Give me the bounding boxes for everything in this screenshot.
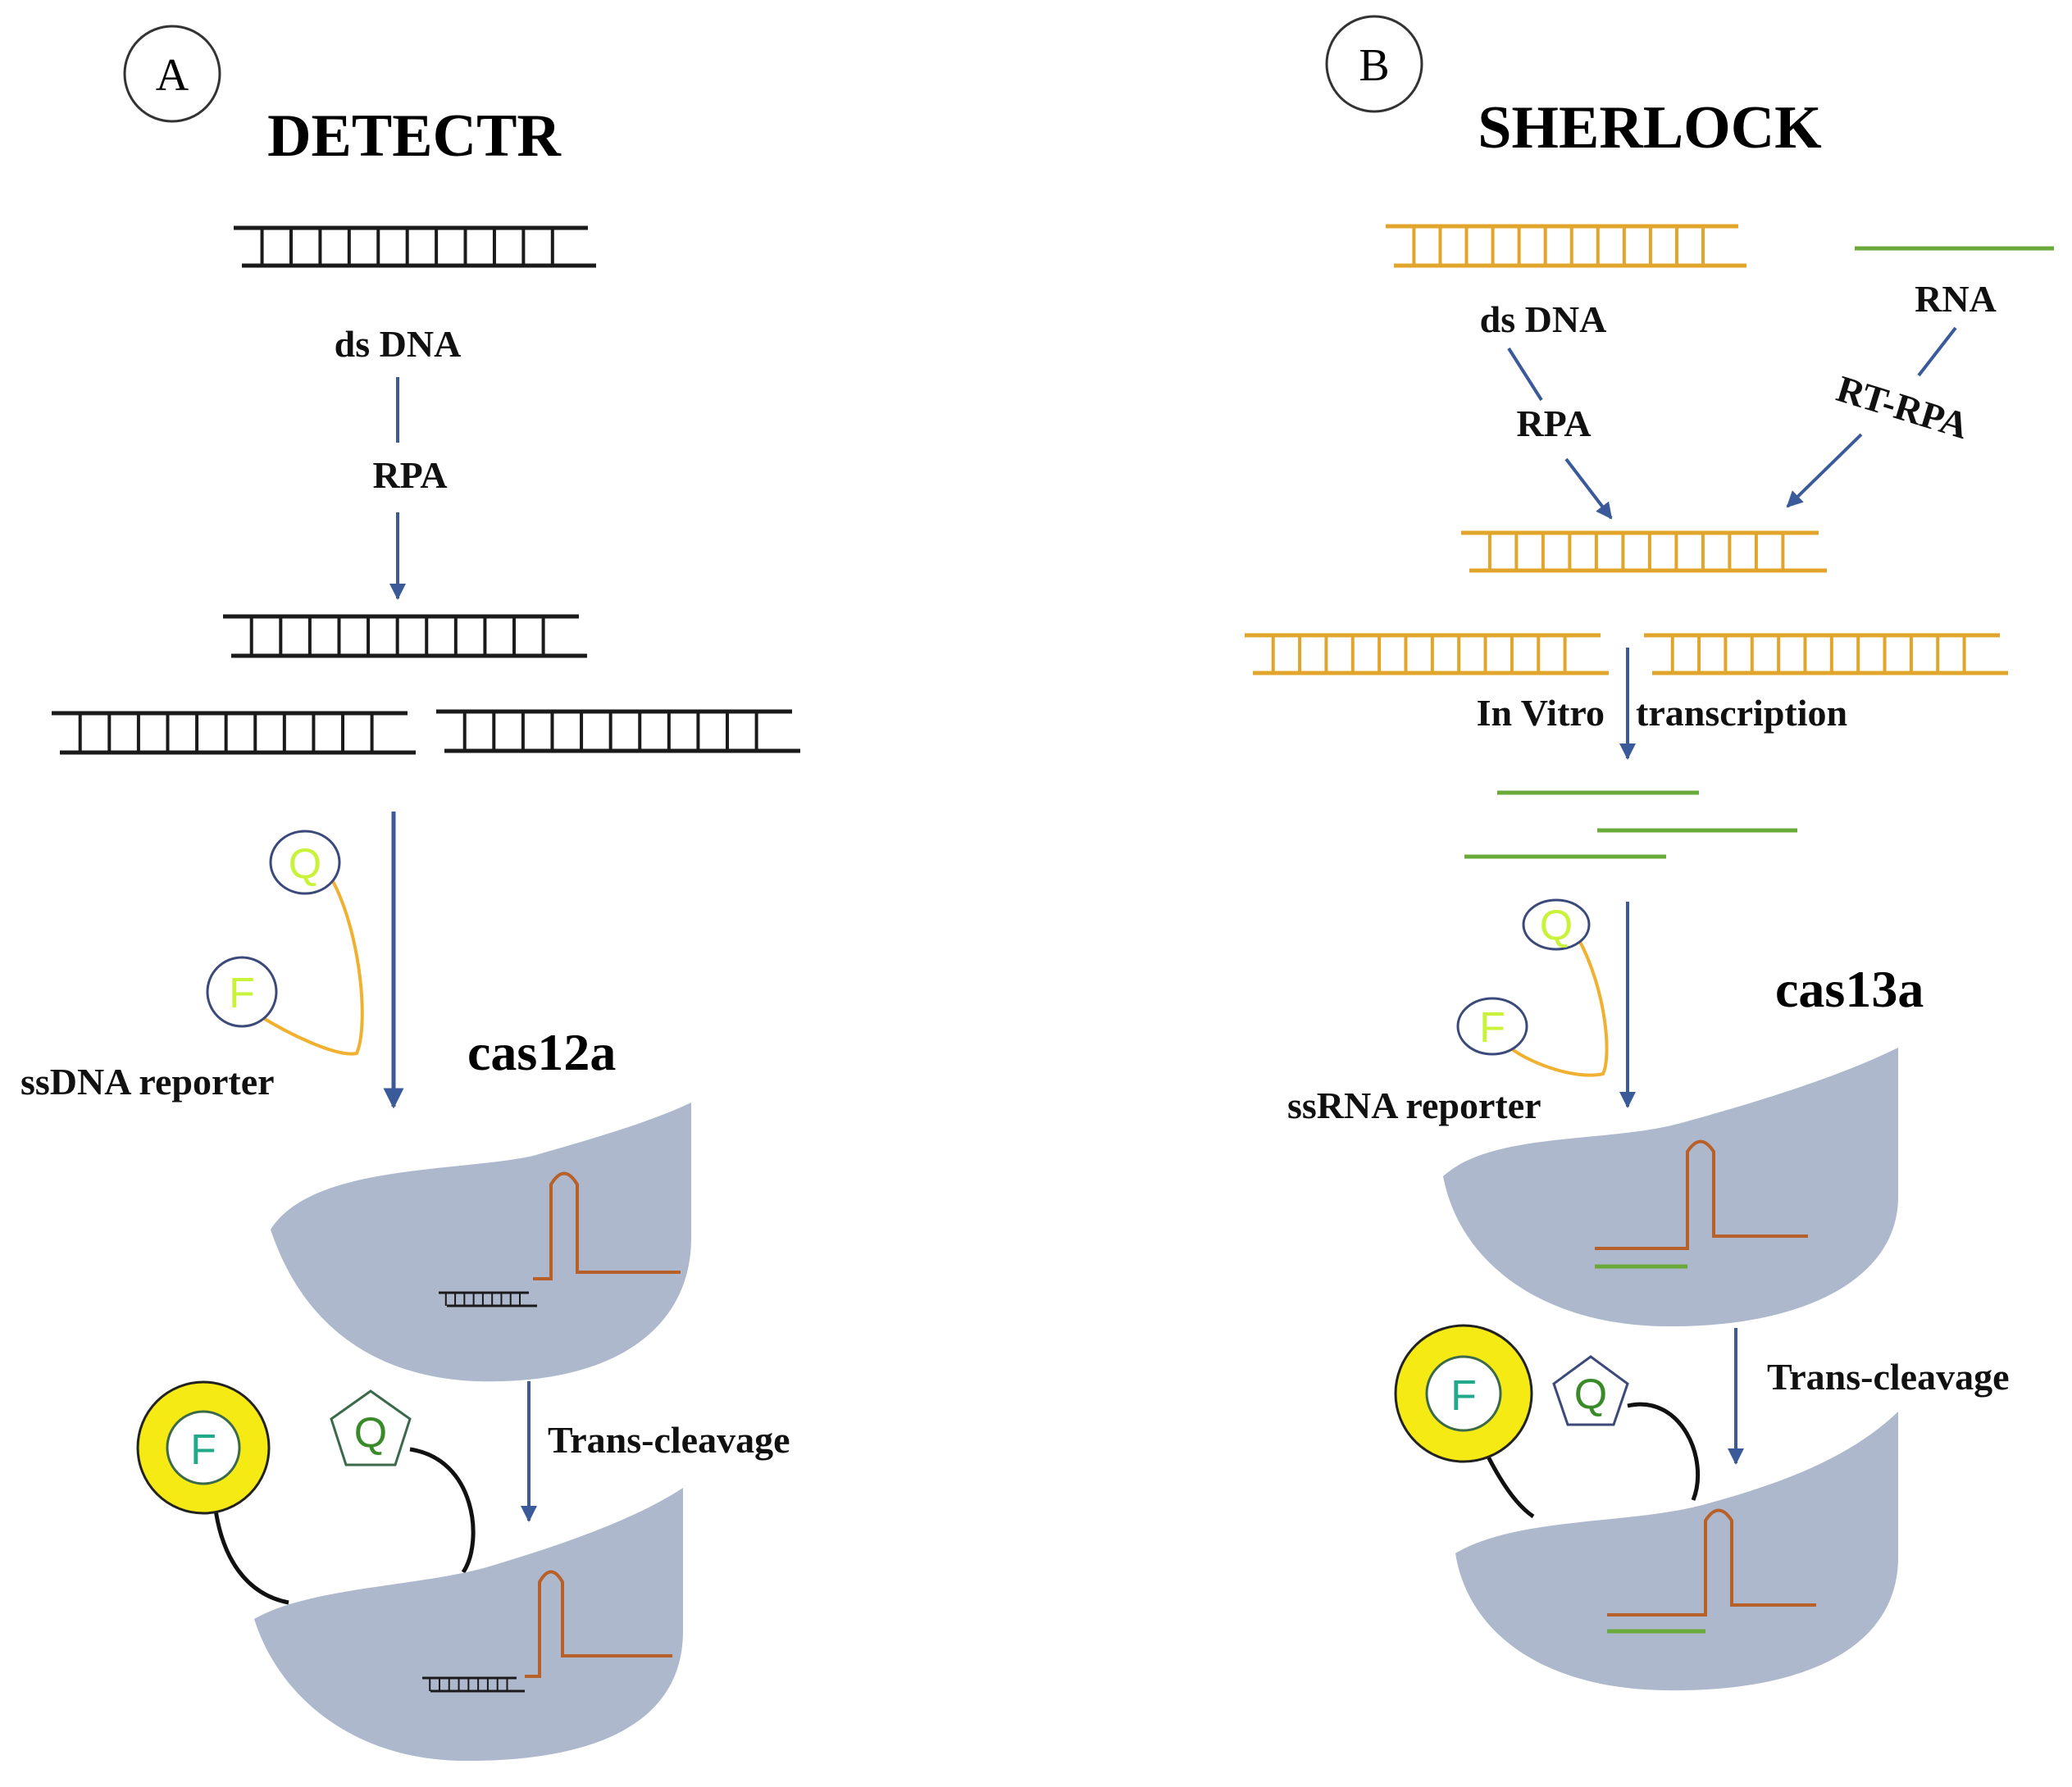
panel-a-title: DETECTR (267, 102, 562, 170)
cas13a-complex-active (1455, 1412, 1898, 1691)
cleaved-reporter-a: F Q (136, 1380, 476, 1605)
amplified-duplex-a2 (52, 711, 416, 755)
ssdna-reporter: Q F (206, 830, 364, 1056)
cas13a-body-active (1455, 1412, 1898, 1691)
cas12a-complex-active (254, 1488, 683, 1762)
panel-b-letter: B (1359, 40, 1389, 91)
fluorophore-b-top (1456, 997, 1528, 1056)
quencher-a-pentagon (330, 1389, 412, 1466)
rtrpa-label-b: RT-RPA (1832, 367, 1973, 447)
cleaved-reporter-b: F Q (1394, 1324, 1701, 1519)
cas13a-label: cas13a (1775, 960, 1924, 1018)
dsdna-duplex-a1 (234, 225, 596, 268)
trans-cleavage-label-b: Trans-cleavage (1767, 1356, 2010, 1398)
quencher-a-label: Q (354, 1409, 387, 1457)
rpa-arrow-b (1564, 457, 1613, 520)
cas12a-complex (271, 1103, 691, 1382)
panel-b-title: SHERLOCK (1478, 94, 1821, 161)
reporter-linker-a (259, 880, 364, 1056)
cas12a-body-active (254, 1488, 683, 1762)
panel-a-letter: A (156, 50, 189, 101)
target-duplex-a1 (439, 1291, 537, 1307)
dsdna-connector-b (1507, 347, 1543, 402)
amplified-duplex-b3 (1644, 633, 2008, 675)
fluorophore-b-label: F (1450, 1372, 1477, 1420)
ssrna-reporter-label: ssRNA reporter (1287, 1084, 1541, 1126)
quencher-b-label: Q (1574, 1371, 1607, 1418)
fluorophore-a-core (166, 1410, 241, 1485)
crrna-b1 (1595, 1139, 1808, 1250)
cleaved-linker-a1 (212, 1503, 289, 1605)
panel-b: B SHERLOCK ds DNA RNA RPA RT-RPA In Vitr… (1245, 15, 2054, 1691)
amplified-duplex-b2 (1245, 633, 1609, 675)
dsdna-label-a: ds DNA (335, 323, 462, 365)
fluorophore-a-top-label: F (229, 970, 255, 1017)
ivt-label-b-1: In Vitro (1477, 692, 1605, 734)
cas12a-label: cas12a (467, 1023, 616, 1081)
rna-label-b: RNA (1915, 278, 1997, 320)
quencher-b-top-label: Q (1540, 902, 1573, 949)
panel-a-circle (123, 25, 221, 123)
fluorophore-a-top (206, 956, 278, 1028)
ivt-label-b-2: transcription (1636, 692, 1847, 734)
reporter-linker-b (1505, 938, 1609, 1077)
cleaved-linker-a2 (409, 1447, 476, 1574)
cas13a-complex (1443, 1048, 1898, 1327)
rna-connector-b (1917, 326, 1957, 377)
amplified-duplex-a3 (436, 709, 800, 753)
quencher-b-top (1522, 898, 1591, 951)
rpa-label-a: RPA (372, 454, 447, 496)
cleaved-linker-b2 (1627, 1402, 1701, 1501)
amplified-duplex-a1 (223, 614, 587, 658)
fluorophore-a-label: F (190, 1426, 216, 1474)
crrna-b2 (1607, 1508, 1816, 1616)
fluorophore-b-top-label: F (1479, 1004, 1505, 1052)
dsdna-label-b: ds DNA (1480, 298, 1607, 340)
ssrna-reporter: Q F (1456, 898, 1609, 1077)
rtrpa-arrow-b (1786, 433, 1863, 508)
fluorophore-b-core (1425, 1355, 1502, 1432)
quencher-a-top-label: Q (289, 840, 321, 888)
cas12a-body (271, 1103, 691, 1382)
trans-cleavage-label-a: Trans-cleavage (548, 1419, 790, 1461)
dsdna-duplex-b1 (1386, 224, 1746, 268)
amplified-duplex-b1 (1461, 530, 1827, 573)
quencher-b-pentagon (1552, 1355, 1629, 1426)
crrna-a2 (525, 1570, 672, 1678)
panel-a: A DETECTR ds DNA RPA Q F ssDNA reporter … (20, 25, 800, 1762)
cas13a-body (1443, 1048, 1898, 1327)
rpa-label-b: RPA (1516, 402, 1591, 444)
crrna-a1 (533, 1171, 681, 1280)
target-duplex-a2 (422, 1676, 525, 1693)
quencher-a-top (269, 830, 341, 895)
ssdna-reporter-label: ssDNA reporter (20, 1061, 275, 1103)
panel-b-circle (1325, 15, 1423, 113)
